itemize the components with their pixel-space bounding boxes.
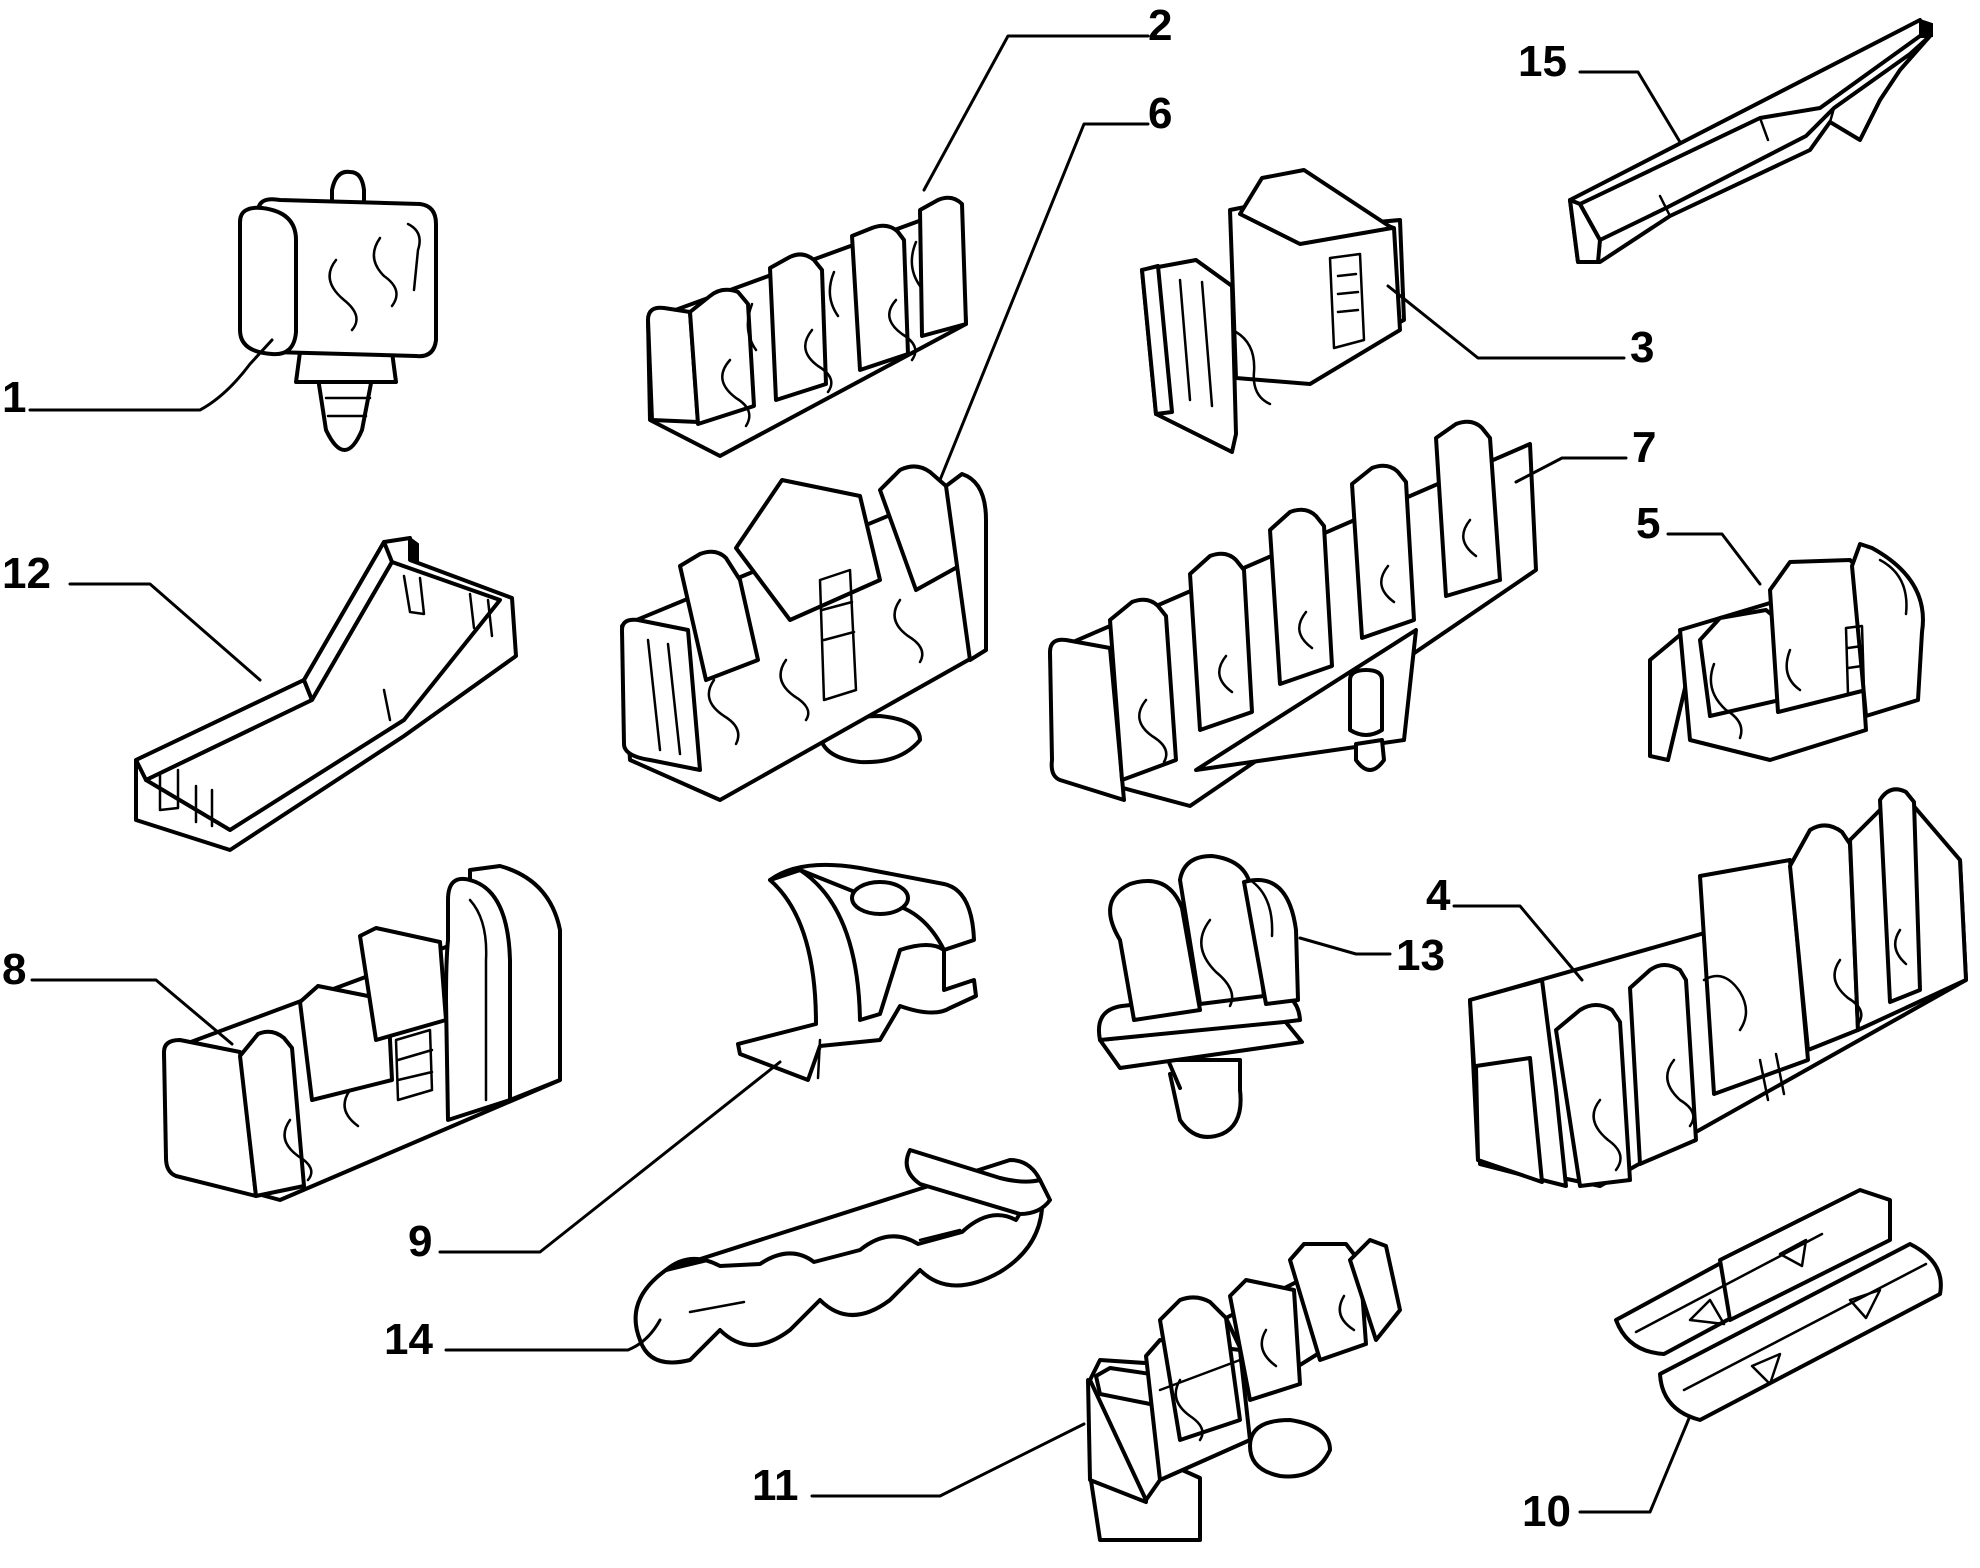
leader-11	[810, 1422, 1086, 1498]
callout-9: 9	[408, 1217, 432, 1266]
leader-14	[444, 1318, 662, 1352]
part-3-block-clip	[1140, 168, 1406, 454]
part-12-angled-channel	[134, 536, 518, 852]
part-13-pin-clip	[1097, 854, 1304, 1139]
callout-15: 15	[1518, 37, 1567, 86]
callout-12: 12	[2, 549, 51, 598]
callout-7: 7	[1632, 423, 1656, 472]
part-14-triple-saddle	[633, 1148, 1052, 1365]
part-11-stand-clip	[1086, 1238, 1402, 1542]
part-2-triple-clip	[646, 195, 968, 458]
callout-numbers: 1 2 3 4 5 6 7 8 9 10 11 12 13 14 15	[2, 1, 1660, 1536]
callout-8: 8	[2, 945, 26, 994]
callout-13: 13	[1396, 931, 1445, 980]
leader-5	[1666, 532, 1762, 586]
callout-14: 14	[384, 1315, 433, 1364]
part-7-quad-clip	[1048, 419, 1538, 808]
part-15-channel-strip	[1568, 18, 1933, 264]
part-8-u-hook-clip	[162, 864, 562, 1202]
part-10-twin-tube	[1614, 1188, 1943, 1422]
leader-4	[1452, 904, 1584, 982]
leader-9	[438, 1060, 782, 1254]
leader-10	[1578, 1414, 1692, 1514]
part-6-double-clip	[620, 464, 988, 802]
leader-6	[938, 122, 1150, 482]
part-5-spring-clip	[1648, 542, 1925, 762]
leader-7	[1514, 456, 1628, 484]
leader-8	[30, 978, 234, 1046]
callout-11: 11	[752, 1461, 799, 1510]
part-1-pin-clip	[238, 169, 438, 452]
callout-6: 6	[1148, 89, 1172, 138]
leader-15	[1578, 70, 1682, 144]
callout-10: 10	[1522, 1487, 1571, 1536]
leader-12	[68, 582, 262, 682]
part-4-long-bracket	[1468, 787, 1968, 1188]
callout-3: 3	[1630, 323, 1654, 372]
callout-5: 5	[1636, 499, 1660, 548]
part-9-saddle-clamp	[736, 862, 978, 1082]
leader-3	[1386, 284, 1626, 360]
leader-2	[922, 34, 1150, 192]
leader-1	[28, 338, 274, 412]
callout-1: 1	[2, 373, 26, 422]
leader-lines	[28, 34, 1762, 1514]
leader-13	[1298, 936, 1392, 956]
callout-2: 2	[1148, 1, 1172, 50]
callout-4: 4	[1426, 871, 1451, 920]
